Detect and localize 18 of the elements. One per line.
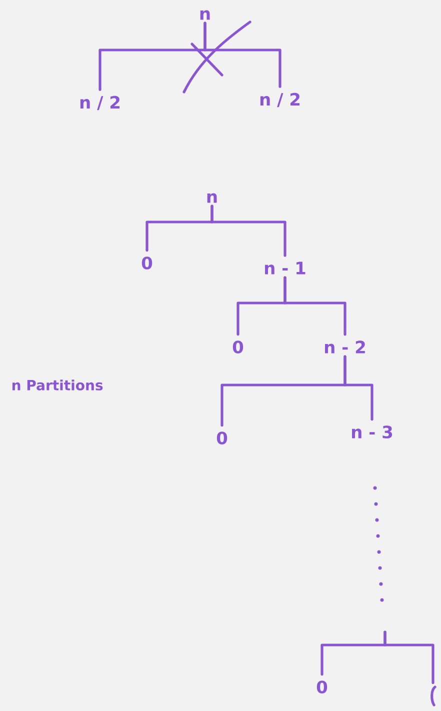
tree-node-label: 0 [316, 680, 328, 694]
tree-branch [210, 204, 286, 257]
tree-node-label: n - 2 [325, 340, 365, 354]
tree-node-label: n [200, 10, 210, 20]
tree-branch [284, 276, 346, 336]
partial-mark [430, 686, 436, 706]
tree-node-label: 0 [232, 340, 244, 354]
tree-node-label: 0 [142, 256, 152, 270]
tree-node-label: n / 2 [260, 92, 300, 108]
tree-node-label: n - 3 [352, 426, 392, 438]
tree-branch [384, 630, 434, 684]
tree-branch [204, 22, 282, 88]
tree-node-label: n / 2 [80, 96, 120, 110]
tree-node-label: n - 1 [265, 262, 306, 274]
tree-node-label: 0 [216, 432, 228, 444]
tree-branch [344, 355, 374, 421]
tree-node-label: n [207, 193, 217, 203]
note-text: n Partitions [12, 380, 103, 390]
